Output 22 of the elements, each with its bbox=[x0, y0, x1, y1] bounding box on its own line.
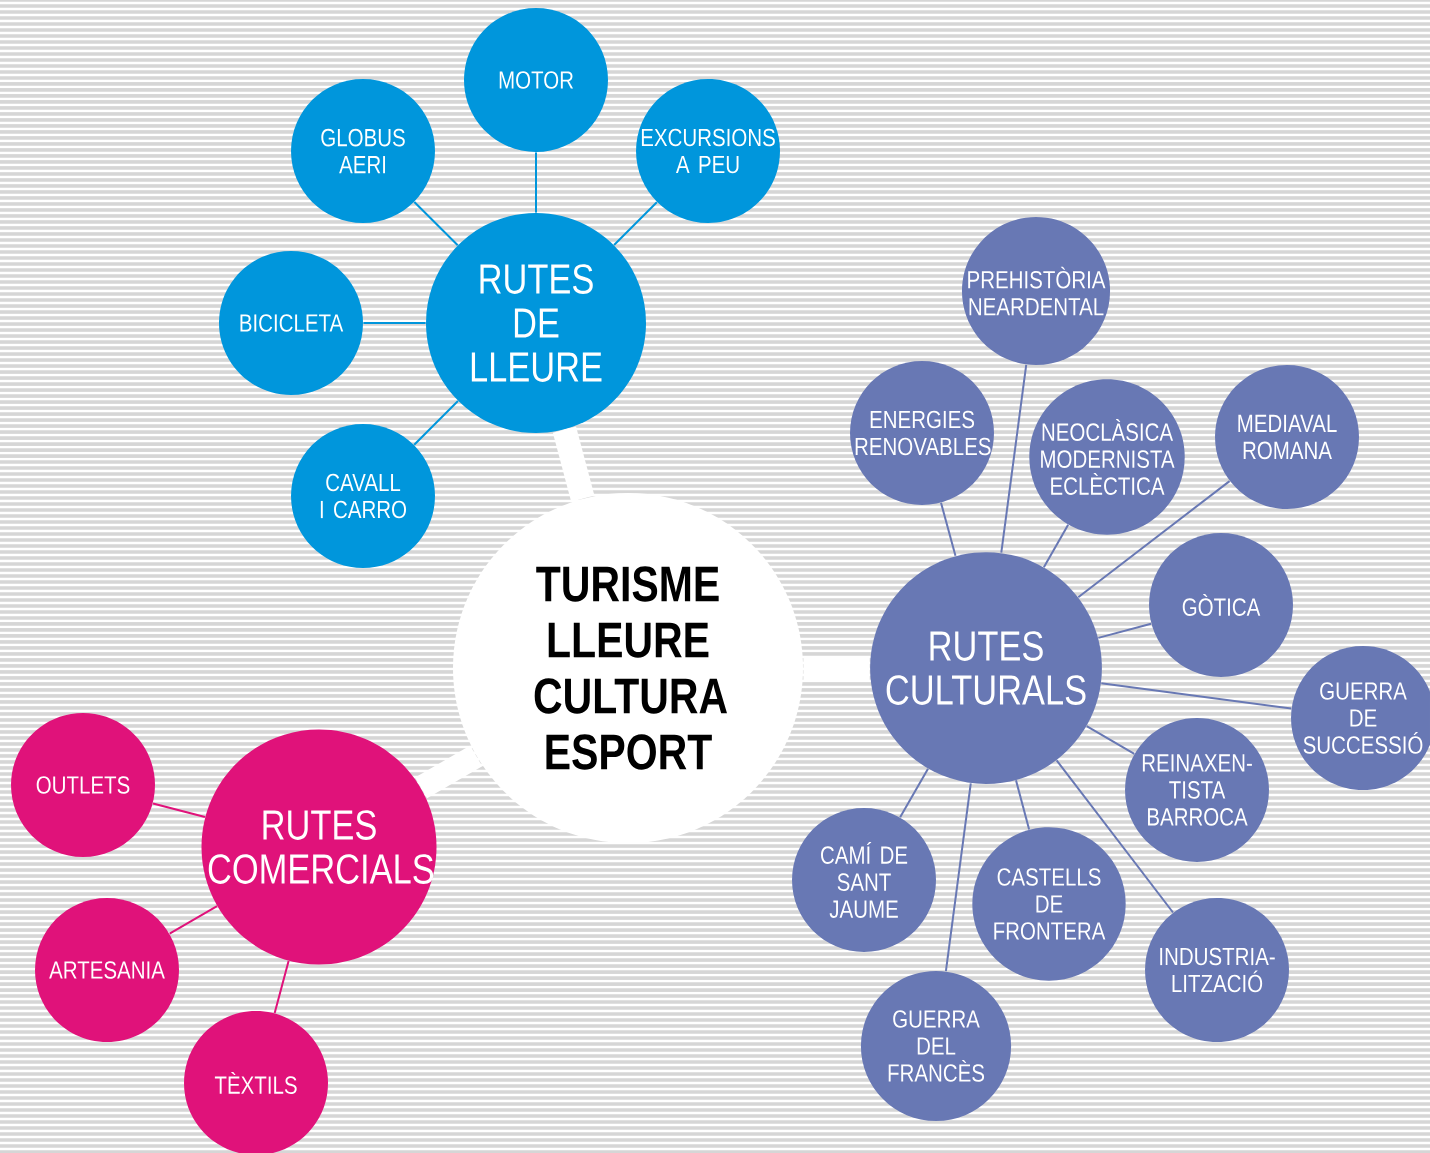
connector-line bbox=[613, 201, 658, 246]
connector-line bbox=[899, 767, 929, 819]
connector-line bbox=[168, 905, 218, 935]
connector-line bbox=[1055, 759, 1175, 914]
connector-line bbox=[1042, 523, 1070, 569]
connector-line bbox=[413, 400, 459, 446]
connector-line bbox=[413, 201, 459, 247]
connector-line bbox=[273, 959, 290, 1015]
connector-line bbox=[535, 151, 537, 214]
connector-line bbox=[1015, 779, 1031, 831]
connector-band bbox=[803, 656, 870, 680]
connector-line bbox=[1085, 725, 1136, 755]
connector-line bbox=[940, 501, 957, 557]
connector-line bbox=[1100, 682, 1293, 710]
connector-band bbox=[552, 426, 595, 502]
connector-line bbox=[152, 802, 206, 819]
connector-band bbox=[415, 745, 483, 799]
connector-line bbox=[362, 322, 427, 324]
connector-line bbox=[1077, 480, 1231, 599]
connector-line bbox=[944, 782, 972, 973]
connector-line bbox=[1097, 622, 1153, 639]
connector-line bbox=[1000, 363, 1028, 554]
